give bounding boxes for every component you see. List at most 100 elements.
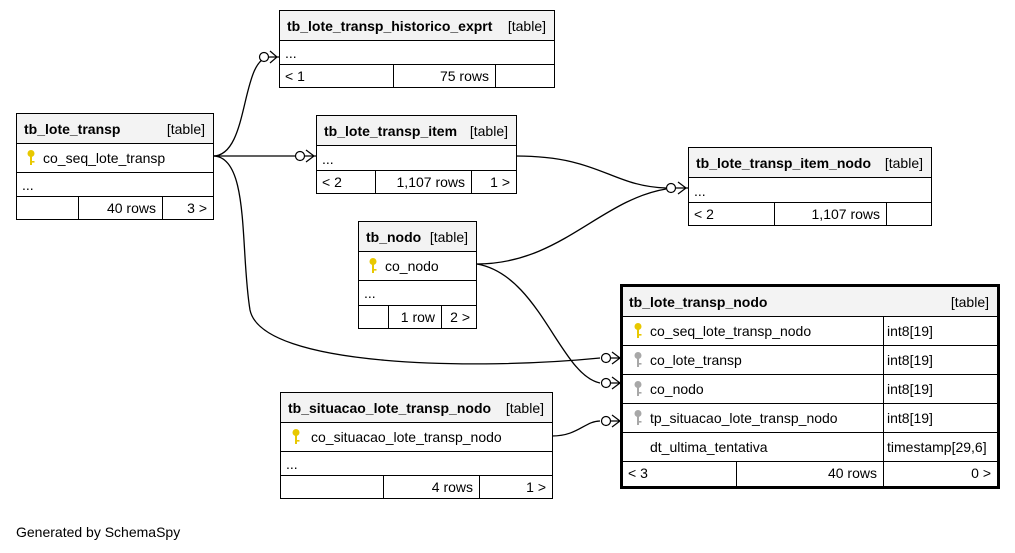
table-lote-transp-item[interactable]: tb_lote_transp_item [table] ... < 2 1,10… — [316, 115, 517, 194]
parents-count[interactable]: < 2 — [694, 206, 714, 222]
edge-optional-marker — [258, 51, 270, 63]
row-count: 1,107 rows — [396, 174, 465, 190]
table-column-row[interactable]: tp_situacao_lote_transp_nodo int8[19] — [623, 404, 997, 433]
row-count: 1 row — [400, 309, 435, 325]
table-footer: 40 rows 3 > — [17, 197, 213, 219]
table-header: tb_nodo [table] — [359, 222, 476, 252]
table-footer: < 2 1,107 rows 1 > — [317, 171, 516, 193]
table-situacao-lote-transp-nodo[interactable]: tb_situacao_lote_transp_nodo [table] co_… — [280, 392, 553, 499]
table-ellipsis-row: ... — [359, 281, 476, 306]
table-ellipsis-row: ... — [689, 178, 931, 203]
edge-many-marker — [676, 181, 688, 195]
table-lote-transp-historico-exprt[interactable]: tb_lote_transp_historico_exprt [table] .… — [279, 10, 555, 88]
table-name[interactable]: tb_lote_transp — [24, 121, 121, 137]
parents-count[interactable]: < 1 — [285, 68, 305, 84]
children-count[interactable]: 2 > — [450, 309, 470, 325]
table-name[interactable]: tb_situacao_lote_transp_nodo — [288, 400, 492, 416]
primary-key-icon — [292, 429, 300, 444]
rows-cell: 4 rows — [383, 476, 479, 498]
table-column-row[interactable]: co_lote_transp int8[19] — [623, 346, 997, 375]
children-cell — [495, 65, 554, 87]
table-column-row[interactable]: co_situacao_lote_transp_nodo — [281, 423, 552, 452]
table-header: tb_lote_transp_item [table] — [317, 116, 516, 146]
rows-cell: 1,107 rows — [375, 171, 471, 193]
edge-lote-transp-historico — [212, 56, 271, 157]
edge-many-marker — [305, 149, 317, 163]
column-name[interactable]: co_lote_transp — [650, 352, 742, 368]
children-count[interactable]: 1 > — [526, 479, 546, 495]
table-footer: 4 rows 1 > — [281, 476, 552, 498]
rows-cell: 40 rows — [736, 462, 883, 486]
row-count: 1,107 rows — [811, 206, 880, 222]
edge-item-item-nodo — [515, 155, 667, 189]
table-ellipsis-row: ... — [17, 173, 213, 197]
table-type: [table] — [166, 121, 205, 137]
edge-optional-marker — [600, 352, 612, 364]
children-cell: 3 > — [162, 197, 213, 219]
rows-cell: 40 rows — [78, 197, 162, 219]
children-cell: 2 > — [441, 306, 476, 328]
table-header: tb_lote_transp [table] — [17, 114, 213, 144]
column-name[interactable]: tp_situacao_lote_transp_nodo — [650, 410, 838, 426]
table-type: [table] — [469, 123, 508, 139]
table-name[interactable]: tb_lote_transp_nodo — [629, 294, 768, 310]
table-name[interactable]: tb_lote_transp_item_nodo — [696, 155, 872, 171]
edge-optional-marker — [294, 150, 306, 162]
table-column-row[interactable]: co_seq_lote_transp — [17, 144, 213, 173]
column-name[interactable]: co_seq_lote_transp — [43, 150, 166, 166]
column-type: int8[19] — [887, 381, 933, 397]
table-type: [table] — [507, 18, 546, 34]
ellipsis: ... — [285, 45, 297, 61]
edge-many-marker — [269, 50, 279, 64]
table-nodo[interactable]: tb_nodo [table] co_nodo ... 1 row 2 > — [358, 221, 477, 329]
table-name[interactable]: tb_nodo — [366, 229, 422, 245]
table-type: [table] — [429, 229, 468, 245]
children-cell — [886, 203, 931, 225]
table-column-row[interactable]: dt_ultima_tentativa timestamp[29,6] — [623, 433, 997, 462]
table-header: tb_lote_transp_item_nodo [table] — [689, 148, 931, 178]
children-count[interactable]: 3 > — [187, 200, 207, 216]
children-count[interactable]: 0 > — [971, 465, 991, 481]
column-type: int8[19] — [887, 323, 933, 339]
table-column-row[interactable]: co_nodo int8[19] — [623, 375, 997, 404]
row-count: 40 rows — [106, 200, 156, 216]
column-name[interactable]: co_situacao_lote_transp_nodo — [311, 429, 502, 445]
column-name[interactable]: co_nodo — [650, 381, 704, 397]
table-column-row[interactable]: co_nodo — [359, 252, 476, 281]
edge-nodo-lote-transp-nodo — [476, 263, 601, 384]
column-name[interactable]: co_seq_lote_transp_nodo — [650, 323, 812, 339]
parents-count[interactable]: < 2 — [322, 174, 342, 190]
table-type: [table] — [950, 294, 989, 310]
children-count[interactable]: 1 > — [490, 174, 510, 190]
table-lote-transp-item-nodo[interactable]: tb_lote_transp_item_nodo [table] ... < 2… — [688, 147, 932, 226]
ellipsis: ... — [364, 285, 376, 301]
primary-key-icon — [634, 323, 642, 338]
table-footer: < 1 75 rows — [280, 65, 554, 87]
column-type-cell: int8[19] — [883, 375, 997, 403]
foreign-key-icon — [634, 410, 642, 425]
foreign-key-icon — [634, 381, 642, 396]
table-lote-transp-nodo[interactable]: tb_lote_transp_nodo [table] co_seq_lote_… — [620, 284, 1000, 489]
ellipsis: ... — [694, 183, 706, 199]
row-count: 75 rows — [439, 68, 489, 84]
ellipsis: ... — [286, 456, 298, 472]
primary-key-icon — [27, 150, 35, 165]
edge-optional-marker — [665, 182, 677, 194]
parents-count[interactable]: < 3 — [628, 465, 648, 481]
edge-lote-transp-nodo — [212, 155, 601, 365]
table-column-row[interactable]: co_seq_lote_transp_nodo int8[19] — [623, 317, 997, 346]
table-name[interactable]: tb_lote_transp_historico_exprt — [287, 18, 493, 34]
primary-key-icon — [369, 258, 377, 273]
table-name[interactable]: tb_lote_transp_item — [324, 123, 458, 139]
foreign-key-icon — [634, 352, 642, 367]
table-header: tb_lote_transp_nodo [table] — [623, 287, 997, 317]
table-footer: < 2 1,107 rows — [689, 203, 931, 225]
table-lote-transp[interactable]: tb_lote_transp [table] co_seq_lote_trans… — [16, 113, 214, 220]
table-footer: < 3 40 rows 0 > — [623, 462, 997, 486]
row-count: 40 rows — [827, 465, 877, 481]
column-name[interactable]: dt_ultima_tentativa — [650, 439, 768, 455]
column-type: int8[19] — [887, 410, 933, 426]
generated-by-text: Generated by SchemaSpy — [16, 524, 181, 540]
column-name[interactable]: co_nodo — [385, 258, 439, 274]
